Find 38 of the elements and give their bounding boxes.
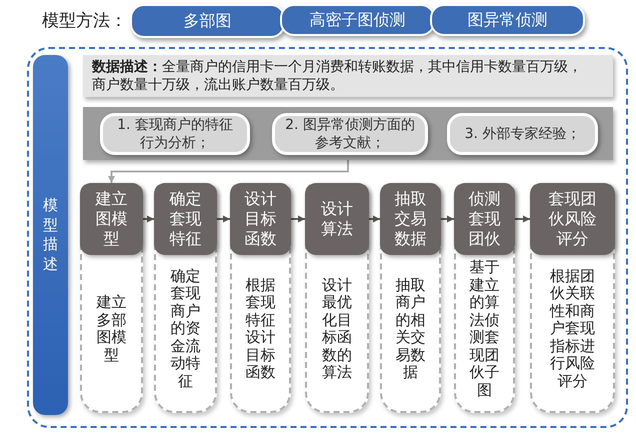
- input-band: [83, 107, 613, 160]
- step-header: 抽取交易数据: [380, 183, 441, 255]
- step-description: 根据套现特征设计目标函数: [244, 276, 276, 382]
- step-card: [230, 183, 291, 413]
- arrow: [143, 216, 154, 222]
- arrow: [441, 216, 454, 222]
- step-header: 设计目标函数: [230, 183, 291, 255]
- step-card: [154, 183, 217, 413]
- step-card: [380, 183, 441, 413]
- step-header: 设计算法: [305, 183, 369, 255]
- step-description: 基于建立的算法侦测套现团伙子图: [468, 259, 500, 400]
- input-pill: 3. 外部专家经验；: [447, 113, 598, 155]
- arrow: [217, 216, 230, 222]
- method-label: 模型方法：: [42, 10, 127, 32]
- step-header: 侦测套现团伙: [454, 183, 515, 255]
- step-header: 套现团伙风险评分: [530, 183, 615, 255]
- arrow: [515, 216, 530, 222]
- method-tab: 多部图: [130, 4, 285, 38]
- input-pill: 1. 套现商户的特征行为分析；: [100, 113, 250, 155]
- step-card: [530, 183, 615, 413]
- note-box: 数据描述：全量商户的信用卡一个月消费和转账数据，其中信用卡数量百万级，商户数量十万级，流出账户数量百万级。: [83, 55, 613, 97]
- side-heading-band: 模型描述: [33, 55, 68, 415]
- step-description: 设计最优化目标函数的算法: [321, 276, 353, 382]
- step-card: [454, 183, 515, 413]
- dashed-frame: [27, 47, 628, 428]
- method-tab: 图异常侦测: [430, 4, 585, 36]
- step-description: 确定套现商户的资金流动特征: [170, 268, 202, 390]
- step-card: [80, 183, 143, 413]
- input-pill: 2. 图异常侦测方面的参考文献；: [272, 113, 428, 155]
- step-description: 抽取商户的相关交易数据: [394, 276, 426, 382]
- step-card: [305, 183, 369, 413]
- arrow: [108, 160, 349, 183]
- arrow: [369, 216, 380, 222]
- step-description: 根据团伙关联性和商户套现指标进行风险评分: [549, 268, 596, 390]
- arrow: [291, 216, 305, 222]
- step-header: 确定套现特征: [154, 183, 217, 255]
- step-header: 建立图模型: [80, 183, 143, 255]
- step-description: 建立多部图模型: [96, 294, 128, 364]
